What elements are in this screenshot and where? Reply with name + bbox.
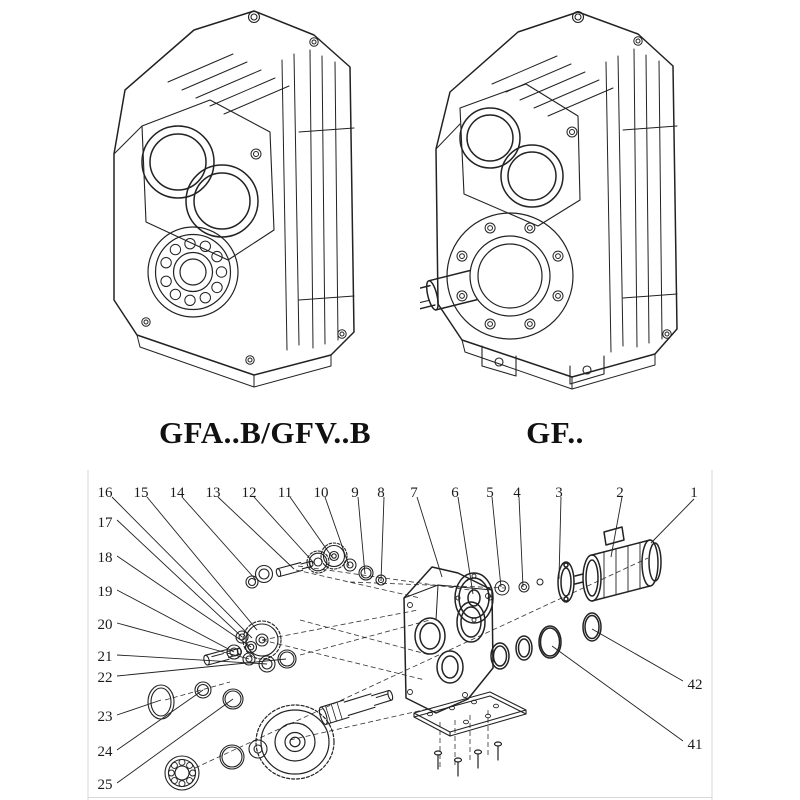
part-callout: 13 (206, 485, 221, 501)
gearbox-drawing-gf (420, 4, 720, 396)
motor (574, 526, 662, 602)
output-flange (446, 212, 574, 340)
part-callout: 21 (98, 649, 113, 665)
motor-adapter-flange (557, 561, 575, 603)
mounting-bolts (433, 741, 503, 777)
part-callout: 42 (688, 677, 703, 693)
part-callout: 20 (98, 617, 113, 633)
part-callout: 15 (134, 485, 149, 501)
part-callout: 4 (513, 485, 521, 501)
part-callout: 7 (410, 485, 418, 501)
cover-plate (454, 572, 494, 624)
top-plug (247, 10, 261, 24)
gear-housing (403, 566, 494, 714)
intermediate-gear-parts (203, 620, 297, 673)
part-callout: 18 (98, 550, 113, 566)
machined-face (141, 99, 275, 261)
model-label-right: GF.. (526, 415, 584, 450)
top-cooling-ribs (491, 55, 614, 117)
part-callout: 11 (278, 485, 292, 501)
part-callout: 25 (98, 777, 113, 793)
exploded-parts-diagram: 16 15 14 13 12 11 10 9 8 7 6 5 4 3 2 1 1… (0, 470, 800, 800)
part-callout: 14 (170, 485, 186, 501)
page-edge-lines (87, 470, 713, 800)
gearbox-drawing-gf-svg (420, 10, 678, 390)
gasket-plate (413, 691, 527, 737)
part-callout: 12 (242, 485, 257, 501)
part-callout: 23 (98, 709, 113, 725)
part-callout: 2 (616, 485, 624, 501)
top-cooling-ribs (167, 53, 290, 115)
input-bores (459, 107, 578, 208)
leader-lines (111, 496, 695, 784)
part-callout: 10 (314, 485, 329, 501)
part-callout: 8 (377, 485, 385, 501)
side-panel-ribs (298, 49, 355, 349)
input-shaft-parts (245, 542, 387, 589)
part-callout: 6 (451, 485, 459, 501)
part-callout: 1 (690, 485, 698, 501)
part-callout: 16 (98, 485, 114, 501)
part-callout: 19 (98, 584, 113, 600)
seal-and-bearings (147, 681, 268, 791)
part-callout: 41 (688, 737, 703, 753)
bearing-rings-right (490, 612, 602, 670)
mounting-feet (481, 345, 605, 385)
output-gear (255, 704, 335, 780)
output-bearing (147, 226, 239, 318)
output-shaft (420, 269, 478, 312)
housing-outline (113, 10, 355, 388)
callout-numbers: 16 15 14 13 12 11 10 9 8 7 6 5 4 3 2 1 1… (98, 485, 703, 793)
machined-face (459, 83, 581, 227)
corner-bolts (141, 37, 347, 365)
part-callout: 9 (351, 485, 359, 501)
housing-outline (435, 11, 678, 390)
part-callout: 3 (555, 485, 563, 501)
part-callout: 24 (98, 744, 114, 760)
model-label-left: GFA..B/GFV..B (158, 415, 372, 450)
gearbox-drawing-gfab-svg (113, 10, 355, 388)
top-plug (571, 10, 585, 24)
part-callout: 5 (486, 485, 494, 501)
gearbox-drawing-gfab (98, 4, 398, 396)
output-shaft-part (318, 689, 394, 725)
small-fasteners (494, 578, 544, 596)
corner-bolts (633, 36, 672, 339)
part-callout: 17 (98, 515, 114, 531)
side-panel-ribs (622, 48, 678, 348)
part-callout: 22 (98, 670, 113, 686)
input-bores (141, 125, 262, 238)
exploded-diagram-svg: 16 15 14 13 12 11 10 9 8 7 6 5 4 3 2 1 1… (87, 470, 713, 800)
